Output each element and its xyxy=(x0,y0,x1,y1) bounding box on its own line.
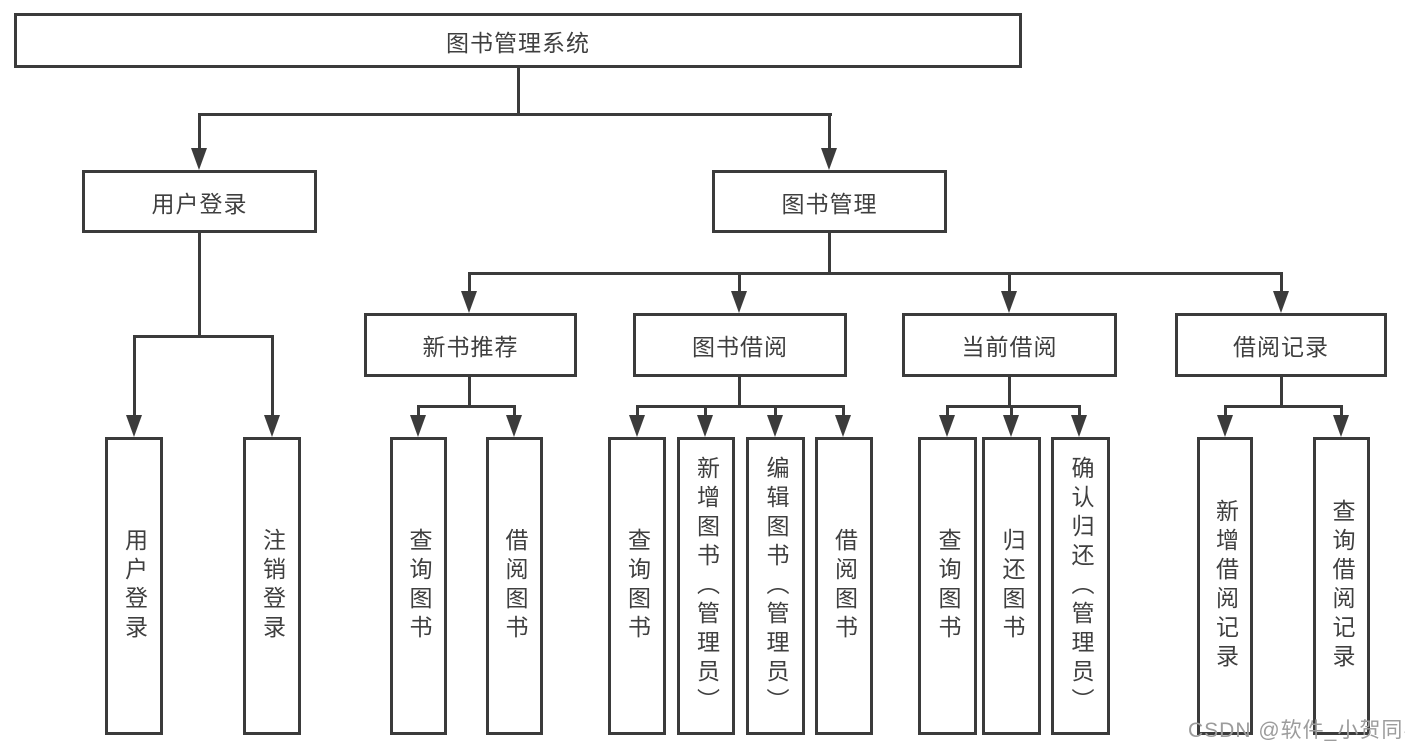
leaf-borrow-books-borrowing: 借阅图书 xyxy=(815,437,873,735)
leaf-borrow-books-borrowing-label: 借阅图书 xyxy=(831,528,858,644)
arrow-down-icon xyxy=(264,415,280,437)
arrow-down-icon xyxy=(1003,415,1019,437)
leaf-borrow-books-recommend: 借阅图书 xyxy=(486,437,543,735)
connector-line xyxy=(774,405,777,417)
node-book-management: 图书管理 xyxy=(712,170,947,233)
leaf-return-books-label: 归还图书 xyxy=(999,528,1025,644)
leaf-logout-label: 注销登录 xyxy=(259,528,286,644)
leaf-query-borrow-record-label: 查询借阅记录 xyxy=(1329,499,1355,673)
connector-line xyxy=(198,113,201,149)
connector-line xyxy=(738,272,741,292)
connector-line xyxy=(1224,405,1227,417)
connector-line xyxy=(636,405,639,417)
node-book-borrowing-label: 图书借阅 xyxy=(692,334,788,360)
connector-line xyxy=(133,335,274,338)
connector-line xyxy=(828,113,831,149)
arrow-down-icon xyxy=(939,415,955,437)
connector-line xyxy=(513,405,516,417)
node-current-borrowing-label: 当前借阅 xyxy=(961,334,1058,360)
leaf-user-login-label: 用户登录 xyxy=(121,528,148,644)
connector-line xyxy=(468,272,471,292)
node-new-book-recommendation: 新书推荐 xyxy=(364,313,577,377)
connector-line xyxy=(946,405,949,417)
connector-line xyxy=(828,233,831,274)
connector-line xyxy=(468,272,1283,275)
arrow-down-icon xyxy=(506,415,522,437)
arrow-down-icon xyxy=(821,148,837,170)
node-user-login-label: 用户登录 xyxy=(151,190,248,217)
arrow-down-icon xyxy=(629,415,645,437)
arrow-down-icon xyxy=(767,415,783,437)
leaf-logout: 注销登录 xyxy=(243,437,301,735)
connector-line xyxy=(517,68,520,115)
leaf-query-books-recommend-label: 查询图书 xyxy=(406,528,432,644)
leaf-query-books-borrowing-label: 查询图书 xyxy=(624,528,651,644)
connector-line xyxy=(417,405,516,408)
leaf-query-borrow-record: 查询借阅记录 xyxy=(1313,437,1370,735)
leaf-query-books-recommend: 查询图书 xyxy=(390,437,447,735)
connector-line xyxy=(946,405,1081,408)
node-root: 图书管理系统 xyxy=(14,13,1022,68)
connector-line xyxy=(1280,272,1283,292)
arrow-down-icon xyxy=(835,415,851,437)
node-user-login: 用户登录 xyxy=(82,170,317,233)
node-borrowing-records-label: 借阅记录 xyxy=(1233,334,1329,360)
arrow-down-icon xyxy=(1001,291,1017,313)
node-new-book-recommendation-label: 新书推荐 xyxy=(422,334,519,360)
connector-line xyxy=(1340,405,1343,417)
leaf-user-login: 用户登录 xyxy=(105,437,163,735)
arrow-down-icon xyxy=(410,415,426,437)
leaf-add-book-admin-label: 新增图书（管理员） xyxy=(693,455,720,717)
connector-line xyxy=(1008,272,1011,292)
leaf-query-books-borrowing: 查询图书 xyxy=(608,437,666,735)
leaf-query-books-current-label: 查询图书 xyxy=(935,528,961,644)
connector-line xyxy=(1280,377,1283,408)
node-root-label: 图书管理系统 xyxy=(446,29,590,56)
arrow-down-icon xyxy=(126,415,142,437)
connector-line xyxy=(1010,405,1013,417)
arrow-down-icon xyxy=(697,415,713,437)
connector-line xyxy=(842,405,845,417)
connector-line xyxy=(1078,405,1081,417)
connector-line xyxy=(1224,405,1342,408)
connector-line xyxy=(417,405,420,417)
connector-line xyxy=(198,233,201,338)
leaf-confirm-return-admin: 确认归还（管理员） xyxy=(1051,437,1110,735)
leaf-edit-book-admin-label: 编辑图书（管理员） xyxy=(763,455,789,717)
leaf-edit-book-admin: 编辑图书（管理员） xyxy=(746,437,805,735)
connector-line xyxy=(1008,377,1011,408)
csdn-watermark: CSDN @软件_小贺同学 xyxy=(1188,719,1405,742)
arrow-down-icon xyxy=(1217,415,1233,437)
connector-line xyxy=(704,405,707,417)
leaf-add-borrow-record-label: 新增借阅记录 xyxy=(1212,499,1239,673)
arrow-down-icon xyxy=(1273,291,1289,313)
arrow-down-icon xyxy=(191,148,207,170)
leaf-add-book-admin: 新增图书（管理员） xyxy=(677,437,735,735)
connector-line xyxy=(271,335,274,415)
connector-line xyxy=(738,377,741,408)
connector-line xyxy=(636,405,845,408)
node-current-borrowing: 当前借阅 xyxy=(902,313,1117,377)
arrow-down-icon xyxy=(1333,415,1349,437)
leaf-confirm-return-admin-label: 确认归还（管理员） xyxy=(1068,455,1094,717)
node-book-borrowing: 图书借阅 xyxy=(633,313,847,377)
arrow-down-icon xyxy=(1071,415,1087,437)
leaf-add-borrow-record: 新增借阅记录 xyxy=(1197,437,1253,735)
arrow-down-icon xyxy=(731,291,747,313)
node-borrowing-records: 借阅记录 xyxy=(1175,313,1387,377)
node-book-management-label: 图书管理 xyxy=(781,190,878,217)
leaf-query-books-current: 查询图书 xyxy=(918,437,977,735)
connector-line xyxy=(198,113,832,116)
connector-line xyxy=(133,335,136,415)
leaf-borrow-books-recommend-label: 借阅图书 xyxy=(502,528,528,644)
leaf-return-books: 归还图书 xyxy=(982,437,1041,735)
connector-line xyxy=(468,377,471,408)
arrow-down-icon xyxy=(461,291,477,313)
